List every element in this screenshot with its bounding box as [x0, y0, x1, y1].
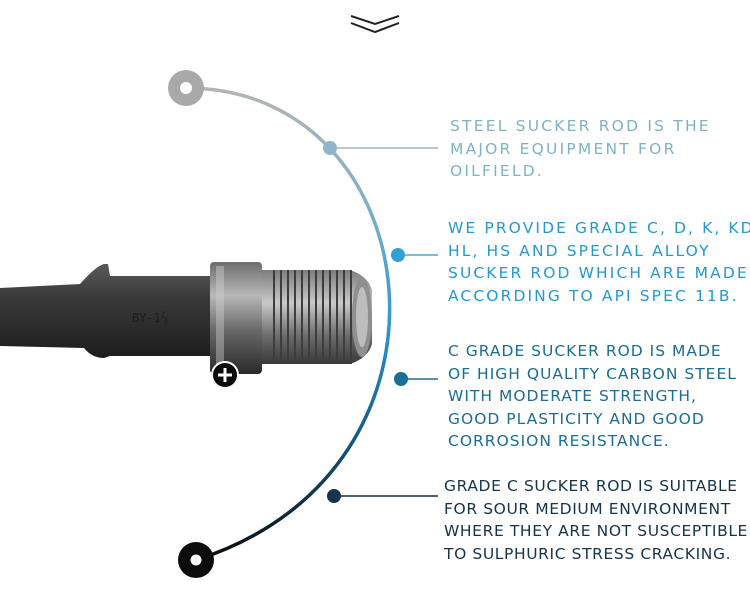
description-line: where they are not susceptible: [444, 522, 748, 541]
description-line: of high quality carbon steel: [448, 364, 737, 383]
description-line: good plasticity and good: [448, 409, 705, 428]
description-line: Grade C sucker rod is suitable: [444, 477, 738, 495]
sucker-rod-image: BY-1⅔: [0, 262, 372, 374]
description-line: to sulphuric stress cracking.: [444, 544, 732, 563]
double-chevron-down-icon[interactable]: [348, 12, 402, 38]
description-line: oilfield.: [450, 162, 544, 181]
description-2: We provide grade C, D, K, KD, HL, HS and …: [448, 217, 750, 307]
description-line: sucker rod which are made: [448, 264, 749, 283]
description-line: C grade sucker rod is made: [448, 342, 722, 360]
description-1: Steel sucker rod is the major equipment f…: [450, 115, 711, 183]
rod-stamp-text: BY-1⅔: [132, 311, 168, 325]
description-line: Steel sucker rod is the: [450, 117, 711, 135]
arc-node-2: [391, 248, 405, 262]
description-3: C grade sucker rod is made of high qualit…: [448, 340, 737, 453]
description-line: with moderate strength,: [448, 387, 697, 406]
description-line: according to API spec 11B.: [448, 286, 739, 305]
description-line: corrosion resistance.: [448, 432, 670, 451]
arc-node-3: [394, 372, 408, 386]
description-line: for sour medium environment: [444, 499, 731, 518]
arc-path: [185, 86, 392, 562]
arc-node-4: [327, 489, 341, 503]
description-line: We provide grade C, D, K, KD,: [448, 219, 750, 237]
description-line: major equipment for: [450, 139, 677, 158]
description-line: HL, HS and special alloy: [448, 241, 711, 260]
description-4: Grade C sucker rod is suitable for sour m…: [444, 475, 748, 565]
plus-icon[interactable]: [211, 361, 239, 389]
arc-node-1: [323, 141, 337, 155]
